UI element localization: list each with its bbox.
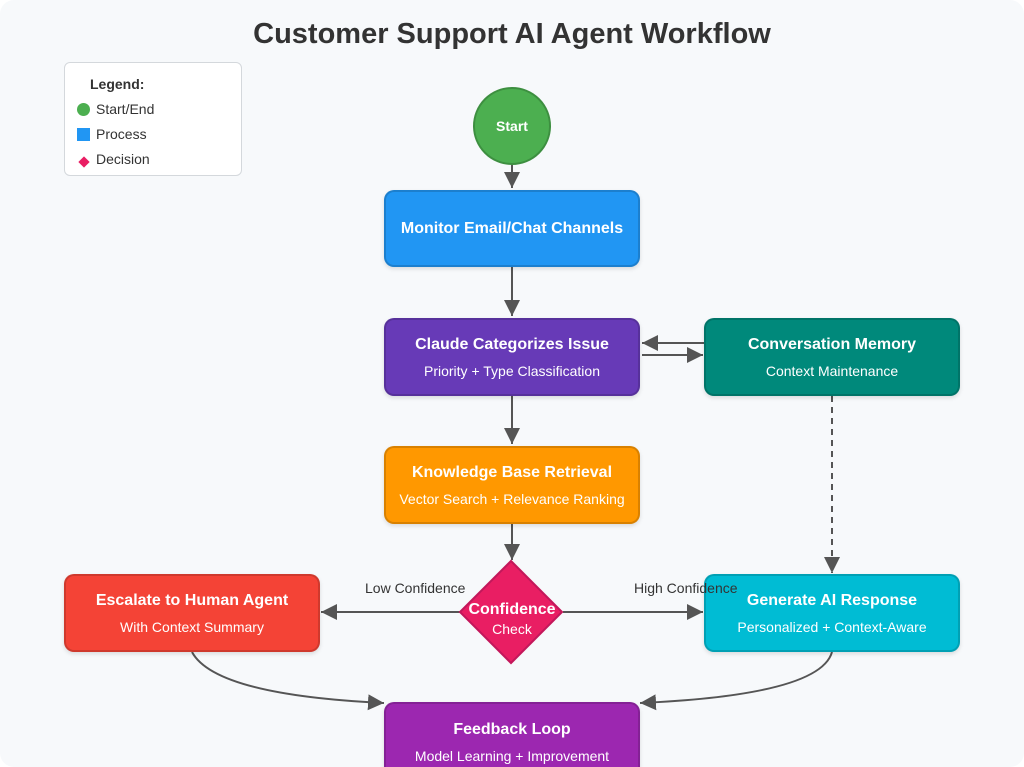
edge-label-high-confidence: High Confidence [634,580,738,596]
square-icon [77,127,90,141]
escalate-human-node: Escalate to Human Agent With Context Sum… [64,574,320,652]
node-label: Monitor Email/Chat Channels [400,219,624,237]
node-label: Feedback Loop [453,721,571,738]
node-sublabel: Vector Search + Relevance Ranking [399,490,625,507]
legend-item-start-end: Start/End [77,101,154,117]
node-label: Knowledge Base Retrieval [411,463,613,481]
generate-response-node: Generate AI Response Personalized + Cont… [704,574,960,652]
legend-label: Decision [96,151,150,167]
edge-label-low-confidence: Low Confidence [365,580,466,596]
legend-title: Legend: [90,76,145,92]
start-label: Start [496,118,528,134]
node-label: Escalate to Human Agent [95,591,289,609]
start-node: Start [473,87,551,165]
node-label: Generate AI Response [746,591,918,609]
legend-label: Start/End [96,101,155,117]
node-sublabel: Context Maintenance [765,362,899,379]
edge-generate-feedback [639,651,833,711]
node-label: Claude Categorizes Issue [415,335,609,353]
decision-sublabel: Check [492,621,532,637]
node-sublabel: Model Learning + Improvement [414,748,610,764]
confidence-decision-text: Confidence Check [450,600,574,638]
categorize-issue-node: Claude Categorizes Issue Priority + Type… [384,318,640,396]
legend-item-process: Process [77,126,147,142]
diagram-title: Customer Support AI Agent Workflow [253,18,771,50]
node-label: Conversation Memory [747,335,917,353]
legend-item-decision: Decision [77,151,150,168]
knowledge-base-node: Knowledge Base Retrieval Vector Search +… [384,446,640,524]
monitor-channels-node: Monitor Email/Chat Channels [384,190,640,267]
node-sublabel: Personalized + Context-Aware [737,618,927,635]
circle-icon [77,102,90,116]
node-sublabel: With Context Summary [120,618,264,635]
node-sublabel: Priority + Type Classification [424,362,600,379]
conversation-memory-node: Conversation Memory Context Maintenance [704,318,960,396]
feedback-loop-node: Feedback Loop Model Learning + Improveme… [384,702,640,767]
edge-escalate-feedback [191,651,385,711]
decision-label: Confidence [468,601,556,618]
legend-label: Process [96,126,147,142]
legend: Legend: Start/End Process Decision [64,62,242,176]
